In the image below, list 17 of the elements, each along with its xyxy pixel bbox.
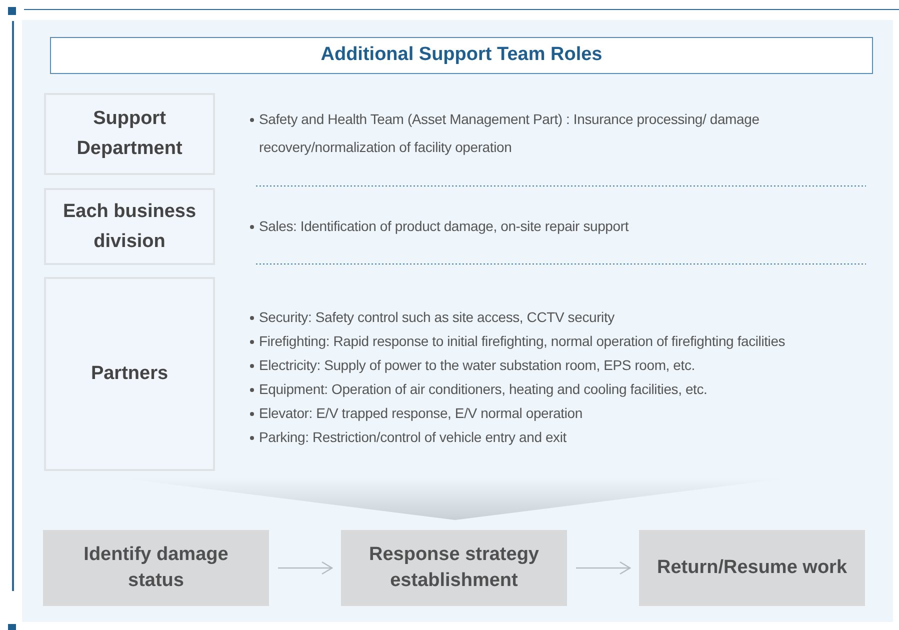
category-box: Partners (44, 277, 215, 471)
arrow (576, 561, 631, 575)
role-description: Safety and Health Team (Asset Management Part) : Insurance processing/ damage recovery/normalization of facility operation (259, 110, 760, 157)
title-box: Additional Support Team Roles (50, 37, 873, 74)
role-description: Electricity: Supply of power to the water substation room, EPS room, etc. (259, 356, 695, 375)
category-box: Each business division (44, 188, 215, 265)
arrow (278, 561, 333, 575)
role-description: Firefighting: Rapid response to initial firefighting, normal operation of firefighting facilities (259, 332, 786, 351)
role-description: Elevator: E/V trapped response, E/V normal operation (259, 404, 582, 423)
role-description: Equipment: Operation of air conditioners, heating and cooling facilities, etc. (259, 380, 708, 399)
process-box: Response strategy establishment (341, 530, 567, 606)
role-description: Security: Safety control such as site access, CCTV security (259, 308, 614, 327)
process-box: Return/Resume work (639, 530, 865, 606)
process-box: Identify damage status (43, 530, 269, 606)
role-description: Parking: Restriction/control of vehicle entry and exit (259, 428, 566, 447)
category-box: Support Department (44, 93, 215, 175)
role-description: Sales: Identification of product damage, on-site repair support (259, 217, 629, 236)
